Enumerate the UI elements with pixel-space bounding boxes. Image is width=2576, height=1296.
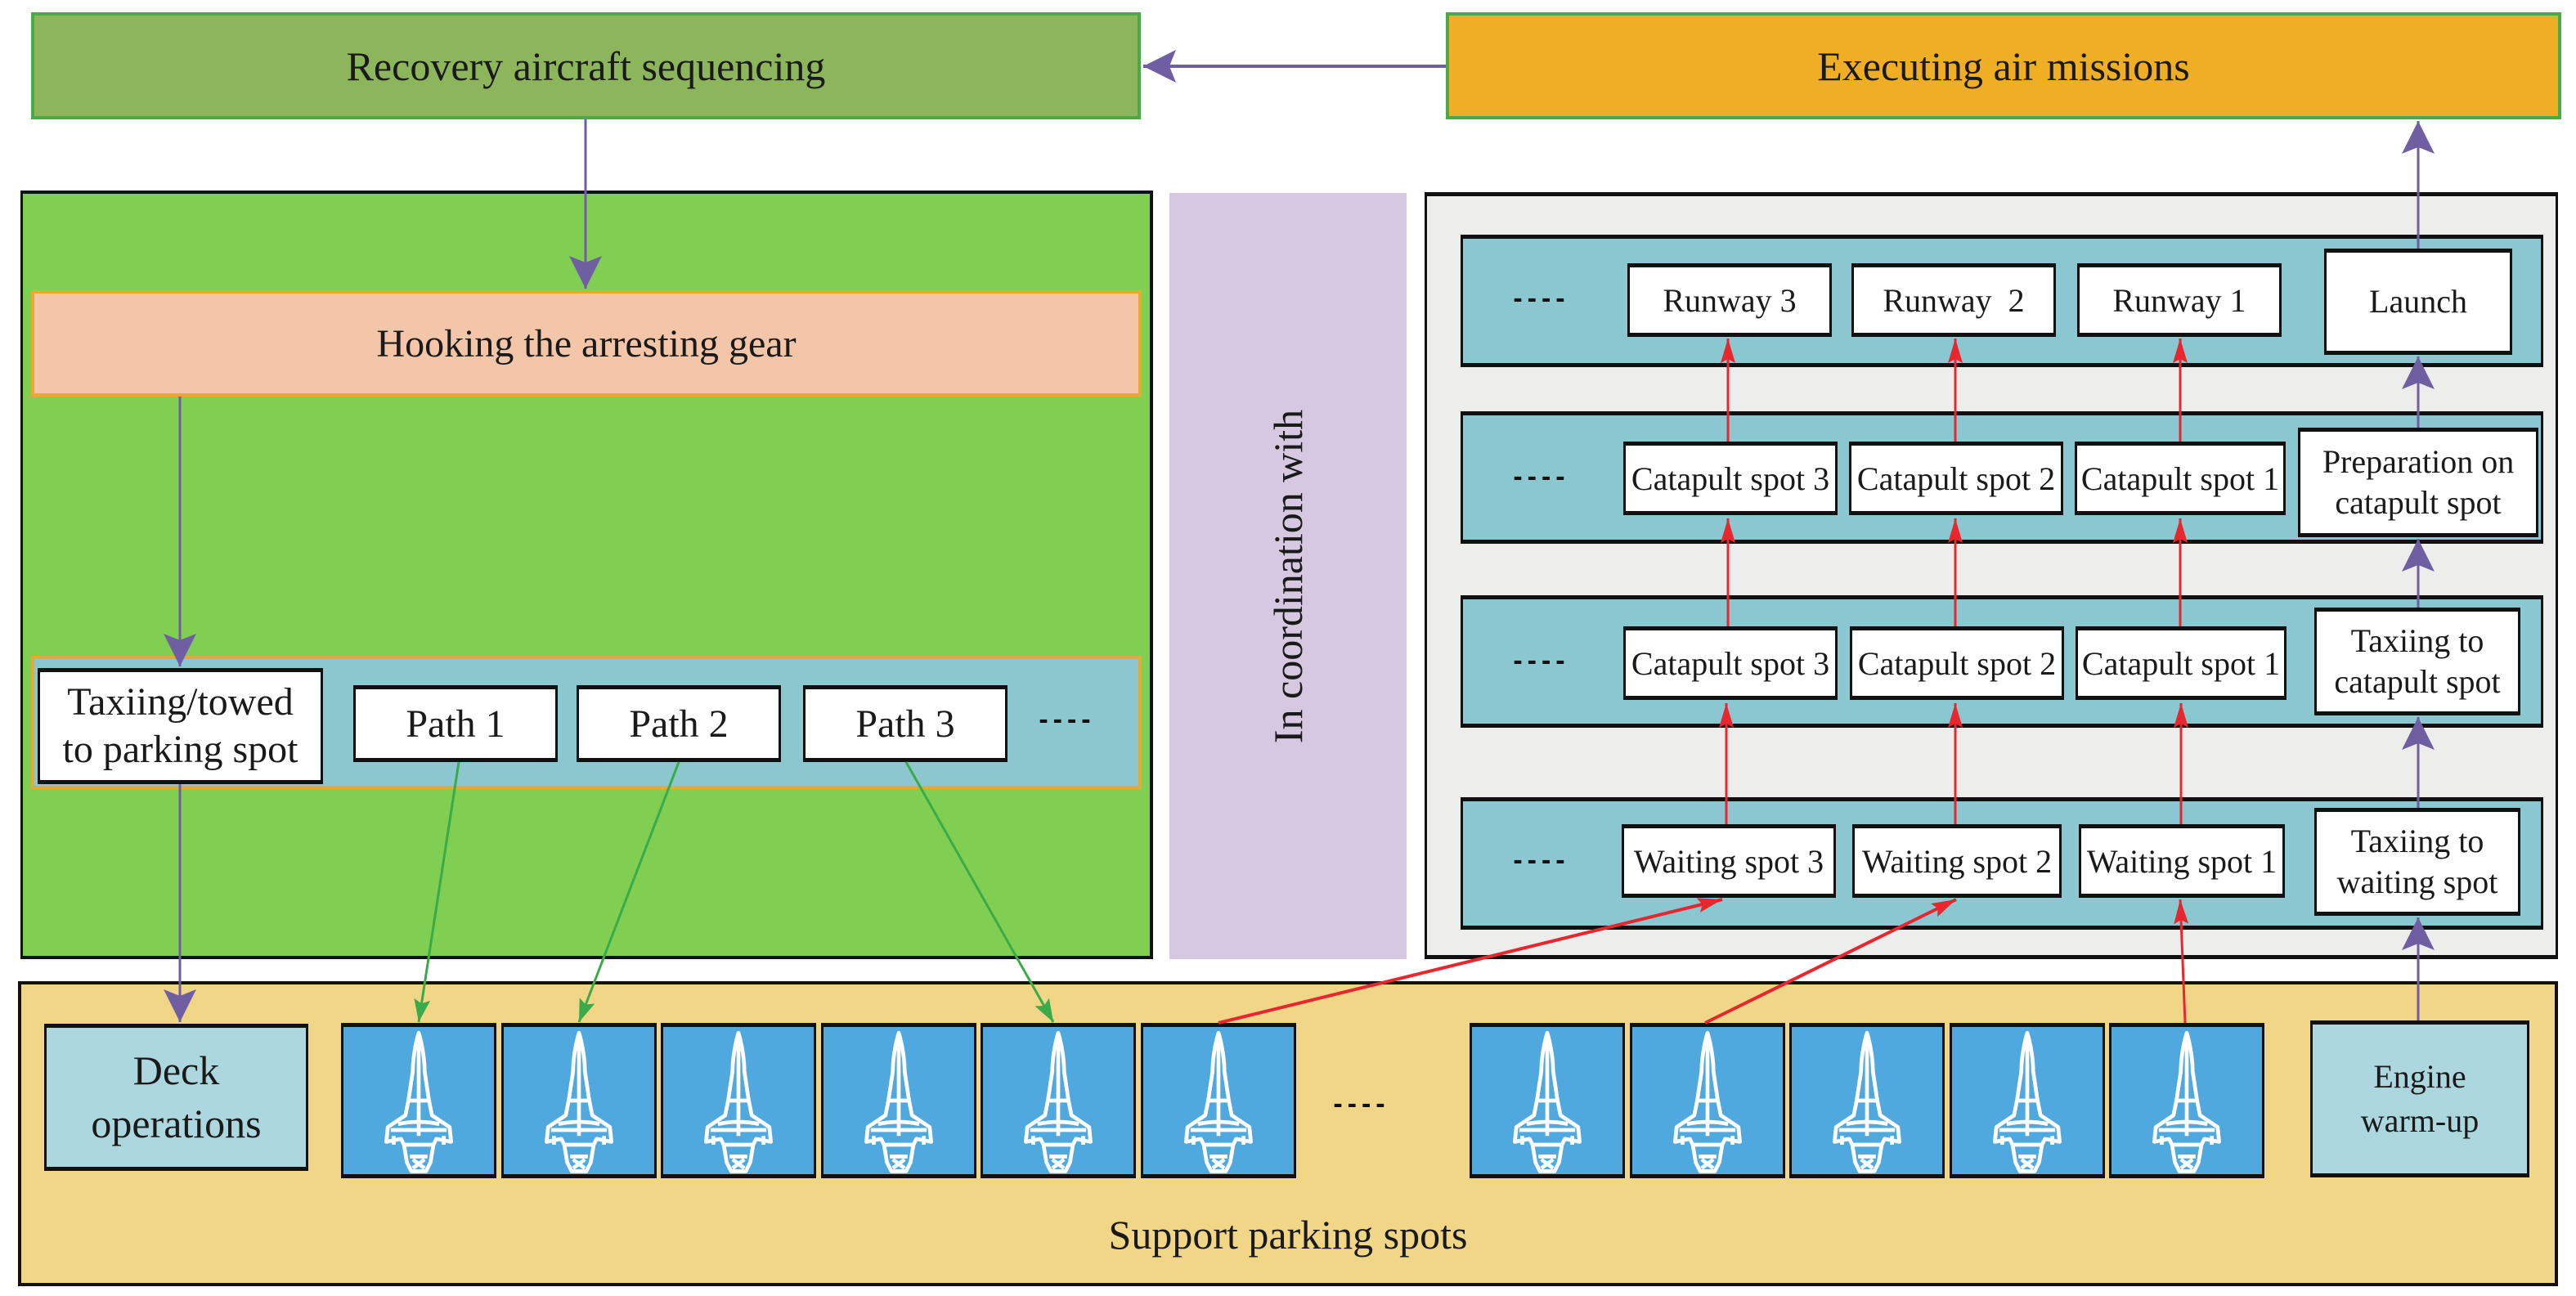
fighter-jet-icon (2152, 1030, 2221, 1173)
aircraft-parking-spot (341, 1023, 496, 1178)
executing-label: Executing air missions (1817, 43, 2190, 89)
spot-label: Waiting spot 3 (1633, 842, 1824, 880)
coordination-label: In coordination with (1265, 409, 1312, 743)
stage-line2: catapult spot (2335, 484, 2502, 521)
recovery-aircraft-sequencing-box: Recovery aircraft sequencing (31, 12, 1141, 119)
waiting-spot-1-box: Waiting spot 1 (2079, 824, 2285, 898)
hooking-label: Hooking the arresting gear (376, 321, 797, 365)
spot-label: Catapult spot 1 (2081, 644, 2281, 682)
path-ellipsis: ---- (1039, 703, 1096, 735)
deck-line1: Deck (132, 1047, 220, 1093)
aircraft-parking-spot (1629, 1023, 1785, 1178)
aircraft-parking-spot (1949, 1023, 2105, 1178)
waiting-spot-3-box: Waiting spot 3 (1622, 824, 1836, 898)
path-label: Path 1 (406, 702, 505, 746)
support-parking-label: Support parking spots (1108, 1212, 1468, 1258)
row-ellipsis: ---- (1513, 282, 1570, 314)
stage-line1: Taxiing to (2350, 823, 2484, 859)
runway-2-box: Runway 2 (1851, 263, 2056, 337)
fighter-jet-icon (1024, 1030, 1093, 1173)
engine-warm-up-box: Engine warm-up (2310, 1020, 2529, 1177)
spot-label: Catapult spot 3 (1631, 460, 1830, 497)
aircraft-parking-spot (2109, 1023, 2264, 1178)
fighter-jet-icon (1833, 1030, 1901, 1173)
taxi-towed-line2: to parking spot (62, 728, 298, 771)
path-3-box: Path 3 (803, 685, 1008, 762)
spot-label: Waiting spot 2 (1861, 842, 2053, 880)
aircraft-parking-spot (1470, 1023, 1625, 1178)
row-ellipsis: ---- (1513, 460, 1570, 492)
spot-label: Catapult spot 2 (1856, 460, 2056, 497)
parking-ellipsis: ---- (1333, 1087, 1390, 1119)
stage-line1: Preparation on (2322, 443, 2515, 480)
fighter-jet-icon (1672, 1030, 1742, 1173)
catapult-spot-2-box: Catapult spot 2 (1849, 442, 2063, 515)
catapult-spot-1-box: Catapult spot 1 (2075, 442, 2286, 515)
executing-air-missions-box: Executing air missions (1446, 12, 2561, 119)
hooking-arresting-gear-box: Hooking the arresting gear (31, 290, 1142, 397)
fighter-jet-icon (1183, 1030, 1253, 1173)
stage-line2: waiting spot (2336, 863, 2498, 900)
catapult-spot-1-box: Catapult spot 1 (2076, 626, 2287, 700)
engine-line2: warm-up (2360, 1102, 2480, 1139)
catapult-spot-2-box: Catapult spot 2 (1850, 626, 2064, 700)
runway-1-box: Runway 1 (2077, 263, 2282, 337)
aircraft-parking-spot (1140, 1023, 1296, 1178)
taxiing-to-catapult-box: Taxiing to catapult spot (2314, 608, 2520, 715)
runway-3-box: Runway 3 (1627, 263, 1832, 337)
fighter-jet-icon (544, 1030, 613, 1173)
aircraft-parking-spot (820, 1023, 976, 1178)
taxi-towed-line1: Taxiing/towed (67, 680, 294, 724)
engine-line1: Engine (2373, 1058, 2466, 1095)
aircraft-parking-spot (500, 1023, 657, 1178)
coordination-band (1169, 193, 1407, 959)
spot-label: Runway 1 (2112, 281, 2246, 319)
spot-label: Catapult spot 1 (2080, 460, 2280, 497)
catapult-spot-3-box: Catapult spot 3 (1623, 442, 1838, 515)
deck-operations-box: Deck operations (44, 1024, 308, 1171)
spot-label: Runway 2 (1883, 281, 2025, 319)
row-ellipsis: ---- (1513, 844, 1570, 876)
taxiing-towed-box: Taxiing/towed to parking spot (38, 668, 323, 784)
launch-box: Launch (2324, 249, 2512, 355)
catapult-spot-3-box: Catapult spot 3 (1623, 626, 1838, 700)
fighter-jet-icon (384, 1030, 453, 1173)
aircraft-parking-spot (981, 1023, 1136, 1178)
spot-label: Waiting spot 1 (2086, 842, 2278, 880)
spot-label: Runway 3 (1663, 281, 1797, 319)
path-label: Path 3 (855, 702, 955, 746)
taxiing-to-waiting-box: Taxiing to waiting spot (2314, 808, 2520, 916)
stage-line1: Taxiing to (2350, 622, 2484, 659)
aircraft-parking-spot (661, 1023, 816, 1178)
path-label: Path 2 (629, 702, 729, 746)
waiting-spot-2-box: Waiting spot 2 (1852, 824, 2062, 898)
fighter-jet-icon (1513, 1030, 1582, 1173)
path-2-box: Path 2 (577, 685, 781, 762)
spot-label: Catapult spot 2 (1857, 644, 2057, 682)
row-ellipsis: ---- (1513, 644, 1570, 676)
launch-label: Launch (2369, 283, 2467, 320)
spot-label: Catapult spot 3 (1631, 644, 1830, 682)
aircraft-parking-spot (1789, 1023, 1945, 1178)
preparation-on-catapult-box: Preparation on catapult spot (2298, 428, 2538, 537)
fighter-jet-icon (704, 1030, 773, 1173)
stage-line2: catapult spot (2334, 663, 2501, 700)
path-1-box: Path 1 (353, 685, 558, 762)
recovery-label: Recovery aircraft sequencing (346, 43, 826, 89)
coordination-label-wrap: In coordination with (1169, 193, 1407, 959)
deck-line2: operations (91, 1101, 262, 1146)
fighter-jet-icon (864, 1030, 933, 1173)
fighter-jet-icon (1992, 1030, 2062, 1173)
